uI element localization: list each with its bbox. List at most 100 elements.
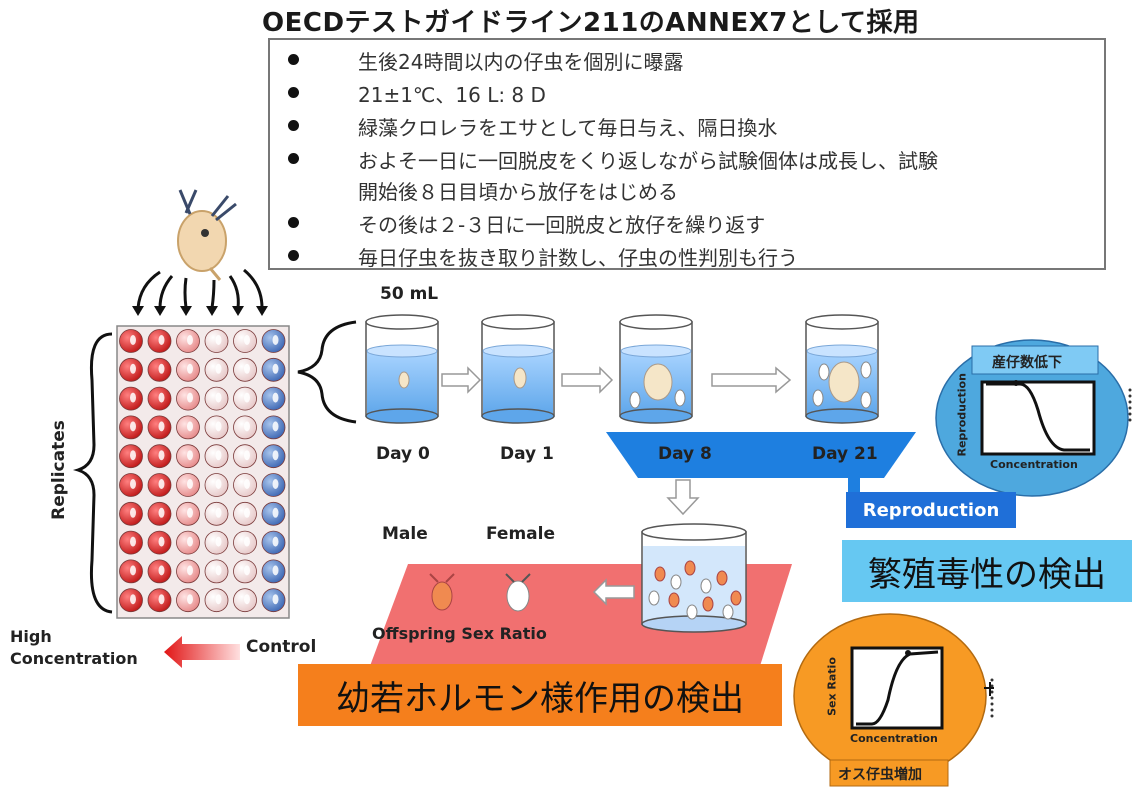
sex-ratio-chart-xlabel: Concentration — [850, 732, 938, 745]
day-label: Day 21 — [812, 444, 878, 464]
well-daphnia — [215, 594, 222, 605]
reproductive-toxicity-box: 繁殖毒性の検出 — [842, 540, 1132, 602]
reproductive-toxicity-label: 繁殖毒性の検出 — [868, 554, 1106, 595]
well-daphnia — [244, 335, 250, 345]
well-daphnia — [244, 479, 250, 489]
sex-ratio-chart — [793, 613, 994, 787]
well-daphnia — [215, 536, 222, 547]
well-daphnia — [158, 594, 165, 605]
well-daphnia — [244, 594, 250, 605]
well-daphnia — [130, 392, 136, 403]
well-daphnia — [158, 421, 165, 432]
well-daphnia — [244, 363, 250, 374]
progress-arrow — [561, 366, 614, 394]
well-daphnia — [187, 565, 193, 576]
well-daphnia — [187, 363, 193, 374]
offspring-sex-ratio-label: Offspring Sex Ratio — [372, 624, 547, 643]
well-daphnia — [187, 594, 193, 605]
high-concentration-label: High Concentration — [10, 627, 138, 668]
well-daphnia — [158, 335, 165, 345]
replicates-brace — [72, 332, 113, 614]
left-arrow — [592, 578, 635, 606]
concentration-arrow — [164, 636, 240, 668]
well-daphnia — [215, 507, 222, 518]
well-daphnia — [244, 565, 250, 576]
well-daphnia — [187, 421, 193, 432]
well-daphnia — [130, 421, 136, 432]
well-daphnia — [272, 536, 279, 547]
well-daphnia — [215, 392, 222, 403]
well-daphnia — [187, 479, 193, 489]
down-arrow — [666, 479, 700, 516]
reproduction-box: Reproduction — [846, 492, 1016, 528]
female-label: Female — [486, 524, 555, 544]
well-daphnia — [215, 363, 222, 374]
reproduction-chart-xlabel: Concentration — [990, 458, 1078, 471]
juvenile-hormone-box: 幼若ホルモン様作用の検出 — [298, 664, 782, 726]
beaker-day8 — [619, 314, 693, 424]
well-daphnia — [272, 392, 279, 403]
well-daphnia — [158, 536, 165, 547]
well-daphnia — [130, 594, 136, 605]
day-label: Day 8 — [658, 444, 712, 464]
well-daphnia — [130, 565, 136, 576]
well-daphnia — [244, 392, 250, 403]
well-daphnia — [272, 479, 279, 489]
reproduction-chart — [935, 339, 1132, 497]
well-daphnia — [244, 450, 250, 461]
bullet-dot-icon — [288, 120, 299, 131]
well-daphnia — [244, 507, 250, 518]
well-daphnia — [130, 507, 136, 518]
offspring-beaker — [641, 523, 747, 633]
well-daphnia — [130, 363, 136, 374]
reproduction-label: Reproduction — [862, 499, 1000, 521]
well-daphnia — [272, 335, 279, 345]
well-daphnia — [215, 565, 222, 576]
progress-arrow — [711, 366, 792, 394]
well-daphnia — [215, 421, 222, 432]
well-daphnia — [158, 363, 165, 374]
volume-label: 50 mL — [380, 284, 439, 304]
well-daphnia — [158, 507, 165, 518]
daphnia-icon — [177, 189, 237, 281]
reproduction-chart-header: 産仔数低下 — [992, 355, 1062, 371]
well-daphnia — [215, 450, 222, 461]
reproduction-ribbon — [606, 432, 916, 478]
well-daphnia — [158, 565, 165, 576]
juvenile-hormone-label: 幼若ホルモン様作用の検出 — [336, 678, 744, 719]
well-daphnia — [215, 479, 222, 489]
well-daphnia — [158, 392, 165, 403]
replicates-label: Replicates — [49, 420, 69, 520]
sex-ratio-chart-header: オス仔虫増加 — [838, 767, 922, 783]
well-daphnia — [187, 536, 193, 547]
well-plate — [116, 325, 290, 619]
control-label: Control — [246, 637, 317, 657]
protocol-bullet-list: 生後24時間以内の仔虫を個別に曝露 21±1℃、16 L: 8 D 緑藻クロレラ… — [268, 38, 1106, 270]
beaker-brace — [297, 320, 357, 424]
well-daphnia — [187, 335, 193, 345]
well-daphnia — [130, 479, 136, 489]
well-daphnia — [244, 421, 250, 432]
day-label: Day 1 — [500, 444, 554, 464]
transfer-arrows — [136, 268, 264, 309]
well-daphnia — [158, 479, 165, 489]
well-daphnia — [187, 450, 193, 461]
female-daphnia-icon — [505, 573, 531, 612]
well-daphnia — [272, 507, 279, 518]
well-daphnia — [187, 392, 193, 403]
male-daphnia-icon — [429, 573, 455, 611]
day-label: Day 0 — [376, 444, 430, 464]
progress-arrow — [441, 366, 482, 394]
beaker-day1 — [481, 314, 555, 424]
well-daphnia — [130, 450, 136, 461]
sex-ratio-chart-ylabel: Sex Ratio — [825, 657, 839, 716]
well-daphnia — [272, 421, 279, 432]
beaker-day0 — [365, 314, 439, 424]
beaker-day21 — [805, 314, 879, 424]
well-daphnia — [272, 450, 279, 461]
well-daphnia — [244, 536, 250, 547]
page-title: OECDテストガイドライン211のANNEX7として採用 — [262, 8, 920, 38]
well-daphnia — [130, 335, 136, 345]
well-daphnia — [215, 335, 222, 345]
